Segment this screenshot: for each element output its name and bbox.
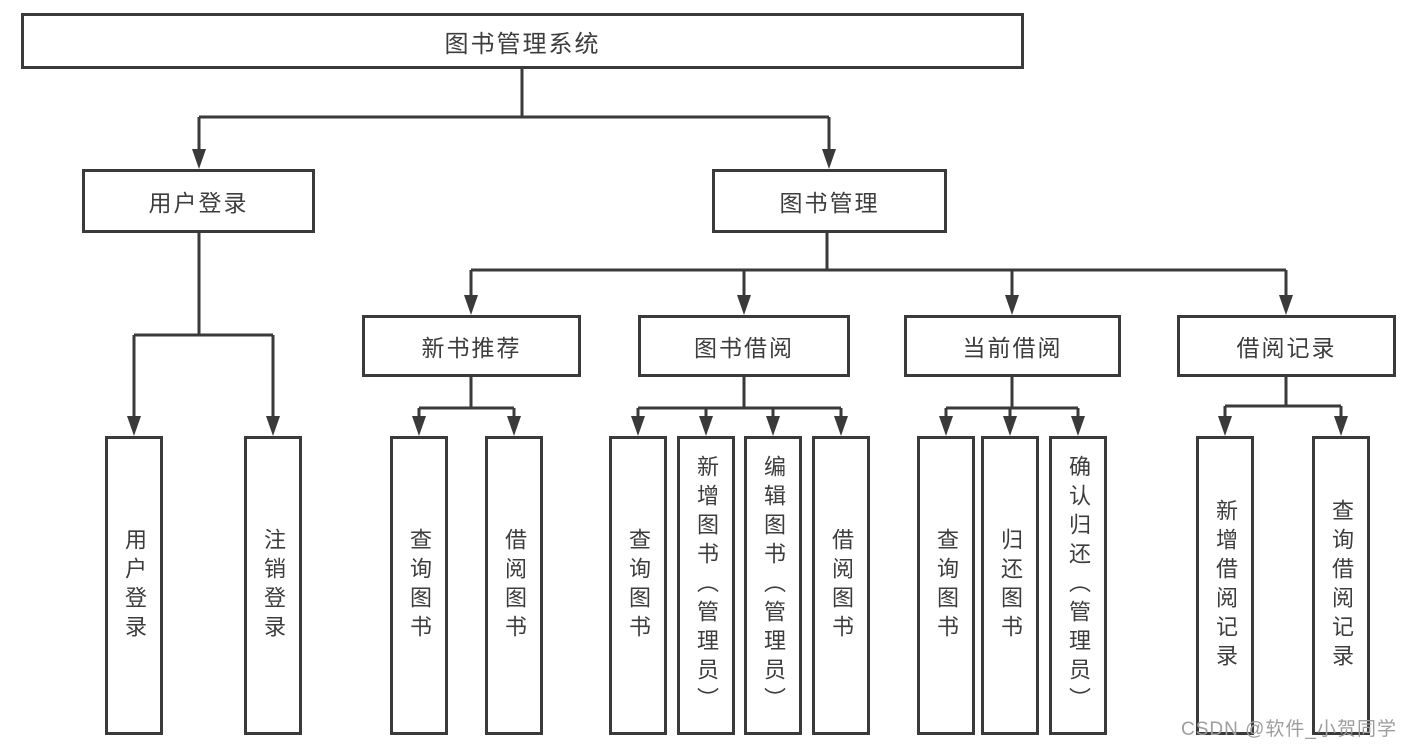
connector-current-borrow — [939, 377, 1085, 436]
leaf-query-books-recommend: 查询图书 — [390, 436, 448, 735]
leaf-borrow-books: 借阅图书 — [812, 436, 870, 735]
leaf-query-borrow-record: 查询借阅记录 — [1312, 436, 1370, 735]
leaf-edit-books-admin: 编辑图书（管理员） — [744, 436, 802, 735]
leaf-query-books-borrow: 查询图书 — [609, 436, 667, 735]
leaf-logout: 注销登录 — [244, 436, 302, 735]
leaf-user-login: 用户登录 — [105, 436, 163, 735]
leaf-add-books-admin: 新增图书（管理员） — [677, 436, 735, 735]
connector-root — [192, 69, 836, 169]
leaf-return-books: 归还图书 — [981, 436, 1039, 735]
connector-user-login — [127, 233, 280, 436]
node-borrow-records: 借阅记录 — [1177, 315, 1396, 377]
node-book-management-module: 图书管理 — [712, 169, 947, 233]
node-library-management-system: 图书管理系统 — [21, 13, 1024, 69]
csdn-watermark: CSDN @软件_小贺同学 — [1181, 719, 1397, 740]
connector-book-management — [464, 233, 1293, 315]
leaf-add-borrow-record: 新增借阅记录 — [1196, 436, 1254, 735]
leaf-confirm-return-admin: 确认归还（管理员） — [1049, 436, 1107, 735]
leaf-query-books-current: 查询图书 — [917, 436, 975, 735]
node-new-book-recommend: 新书推荐 — [362, 315, 581, 377]
connector-new-book-recommend — [412, 377, 521, 436]
connector-book-borrow — [631, 377, 848, 436]
leaf-borrow-books-recommend: 借阅图书 — [485, 436, 543, 735]
node-book-borrow: 图书借阅 — [638, 315, 850, 377]
connector-borrow-records — [1218, 377, 1348, 436]
node-current-borrow: 当前借阅 — [904, 315, 1121, 377]
node-user-login-module: 用户登录 — [82, 169, 315, 233]
